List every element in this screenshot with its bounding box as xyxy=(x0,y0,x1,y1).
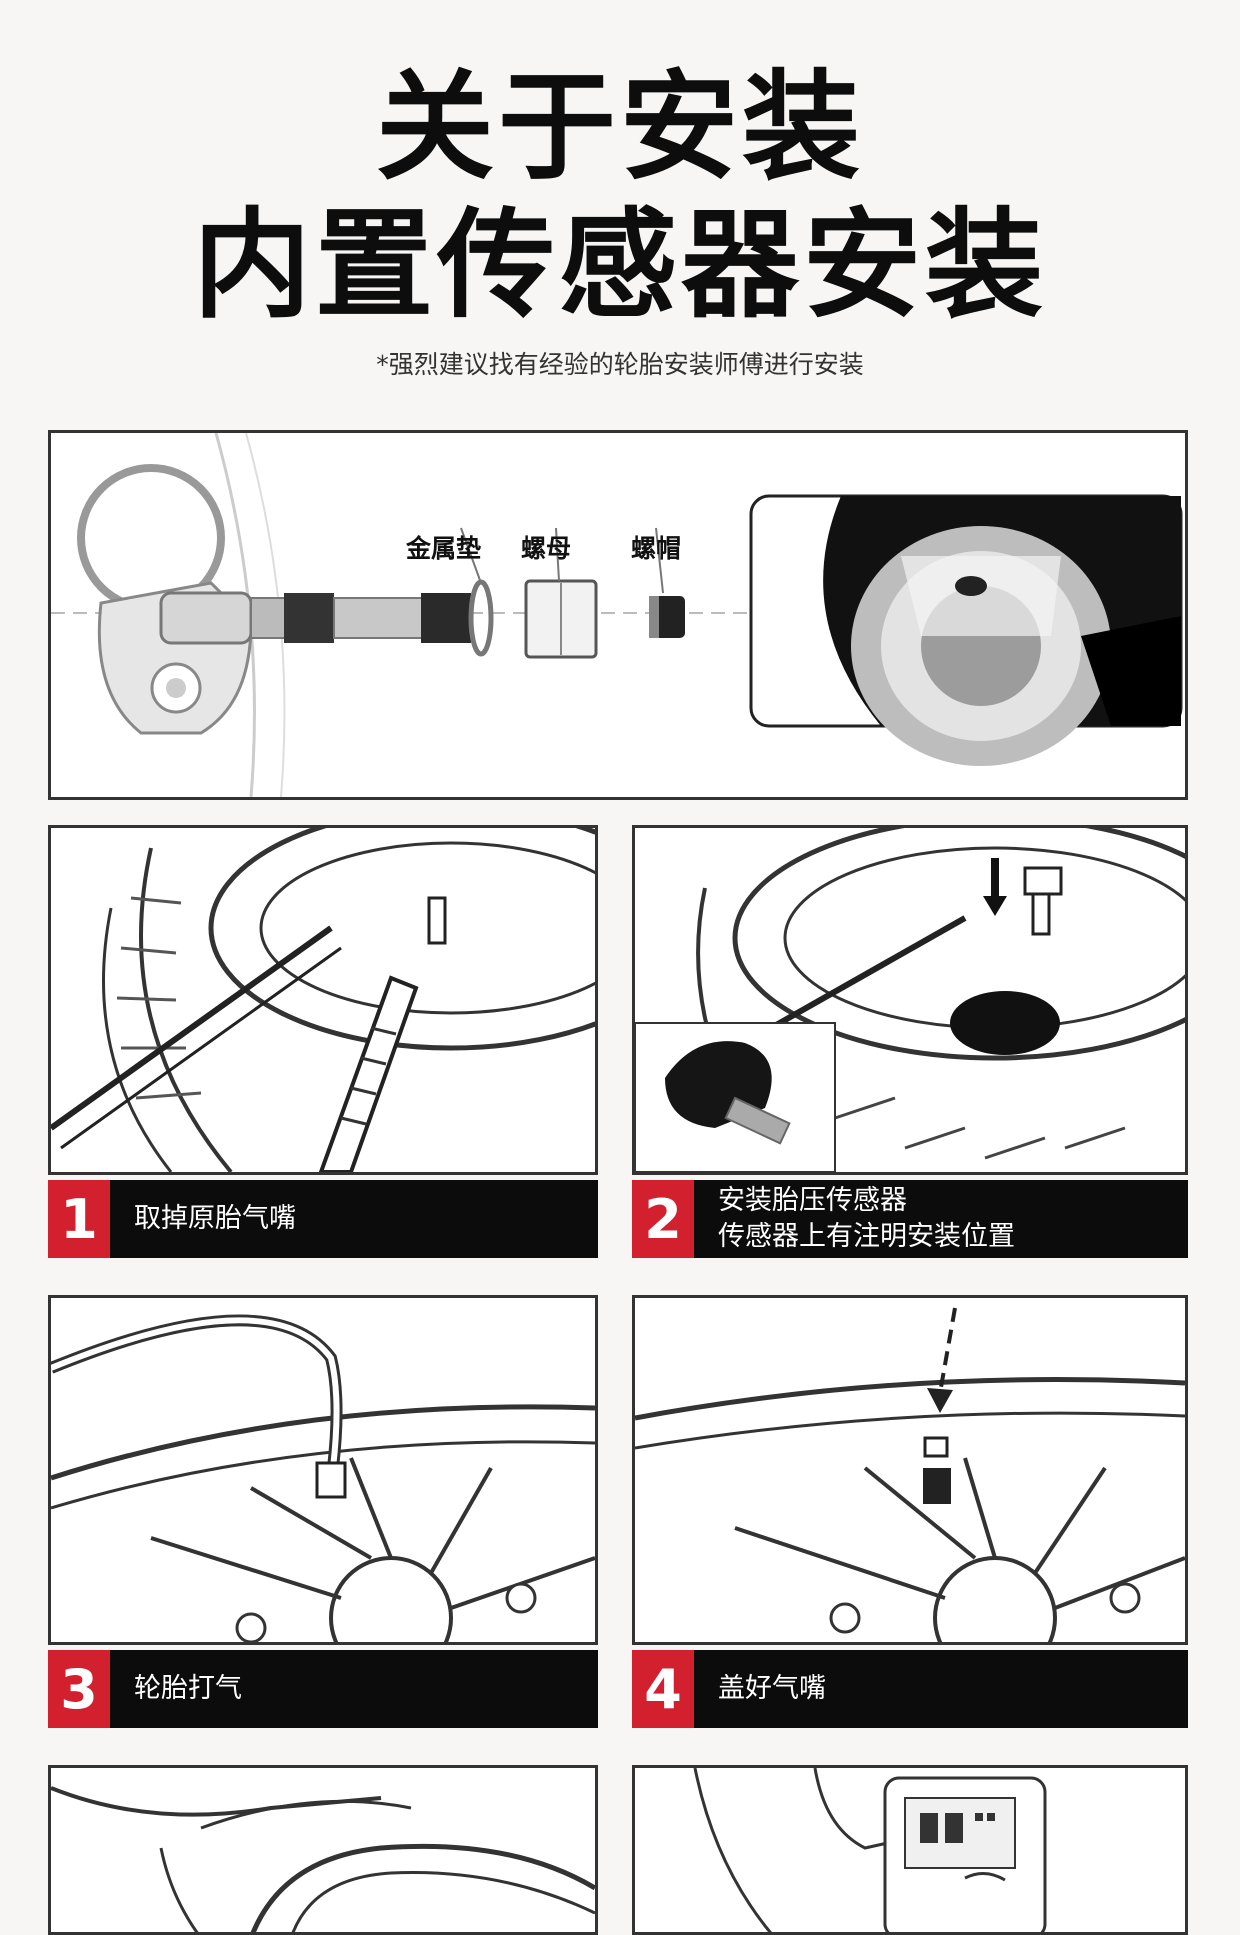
step1-bar: 1 取掉原胎气嘴 xyxy=(48,1180,598,1258)
step2-line2: 传感器上有注明安装位置 xyxy=(718,1221,1015,1252)
nut-label: 螺母 xyxy=(521,534,572,563)
step6-illustration xyxy=(632,1765,1188,1935)
tpms-sensor-icon xyxy=(77,464,471,735)
step1-number: 1 xyxy=(48,1180,110,1258)
cap-label: 螺帽 xyxy=(631,534,682,563)
step4-illustration xyxy=(632,1295,1188,1645)
step3-line1: 轮胎打气 xyxy=(134,1673,242,1704)
nut-icon xyxy=(524,527,598,659)
step2-bar: 2 安装胎压传感器 传感器上有注明安装位置 xyxy=(632,1180,1188,1258)
sensor-exploded-illustration xyxy=(51,433,1183,797)
step2-line1: 安装胎压传感器 xyxy=(718,1185,907,1216)
step2-text: 安装胎压传感器 传感器上有注明安装位置 xyxy=(694,1183,1015,1255)
step4-text: 盖好气嘴 xyxy=(694,1671,826,1707)
wheel-photo xyxy=(749,494,1183,766)
page-title-line1: 关于安装 xyxy=(375,58,864,196)
washer-label: 金属垫 xyxy=(406,534,482,563)
step1-illustration xyxy=(48,825,598,1175)
step1-line1: 取掉原胎气嘴 xyxy=(134,1203,296,1234)
step2-illustration xyxy=(632,825,1188,1175)
step2-number: 2 xyxy=(632,1180,694,1258)
sensor-parts-panel: 金属垫 螺母 螺帽 xyxy=(48,430,1188,800)
step3-illustration xyxy=(48,1295,598,1645)
step3-bar: 3 轮胎打气 xyxy=(48,1650,598,1728)
step3-number: 3 xyxy=(48,1650,110,1728)
installation-note: *强烈建议找有经验的轮胎安装师傅进行安装 xyxy=(376,350,864,379)
page-title-line2: 内置传感器安装 xyxy=(192,196,1047,334)
step5-illustration xyxy=(48,1765,598,1935)
metal-washer-icon xyxy=(460,527,494,657)
step4-number: 4 xyxy=(632,1650,694,1728)
step4-line1: 盖好气嘴 xyxy=(718,1673,826,1704)
step1-text: 取掉原胎气嘴 xyxy=(110,1201,296,1237)
step4-bar: 4 盖好气嘴 xyxy=(632,1650,1188,1728)
step3-text: 轮胎打气 xyxy=(110,1671,242,1707)
sensor-inset-photo xyxy=(635,1022,836,1172)
valve-cap-icon xyxy=(649,527,685,638)
